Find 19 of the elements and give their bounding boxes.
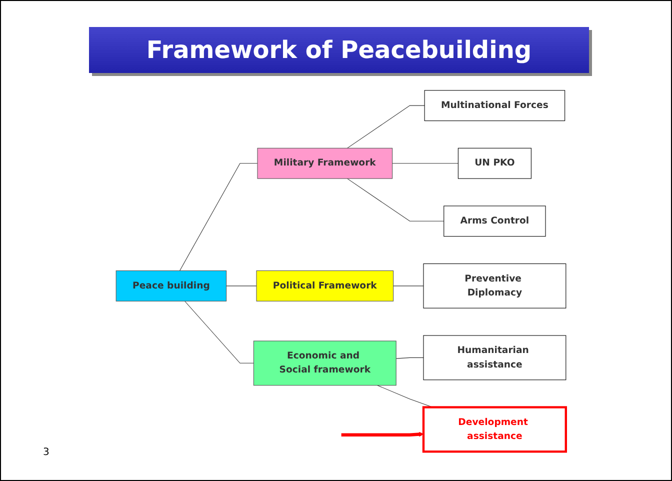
connector [346, 178, 444, 222]
connector [179, 163, 258, 271]
node-box: Preventive Diplomacy [423, 263, 566, 308]
connector [396, 357, 424, 359]
arrow [341, 432, 424, 437]
connector [392, 163, 458, 164]
node-box: Economic and Social framework [253, 340, 396, 386]
node-box: Political Framework [256, 270, 394, 302]
node-box: Peace building [116, 270, 227, 302]
node-box: Multinational Forces [424, 90, 566, 122]
connector [184, 300, 254, 364]
node-box: Humanitarian assistance [423, 335, 566, 380]
node-box: Arms Control [444, 206, 546, 237]
node-box: Military Framework [257, 148, 393, 179]
node-box: UN PKO [458, 148, 532, 179]
title-banner: Framework of Peacebuilding [89, 27, 589, 73]
node-box: Development assistance [422, 406, 567, 453]
page-number: 3 [43, 447, 50, 458]
connector [346, 105, 425, 148]
